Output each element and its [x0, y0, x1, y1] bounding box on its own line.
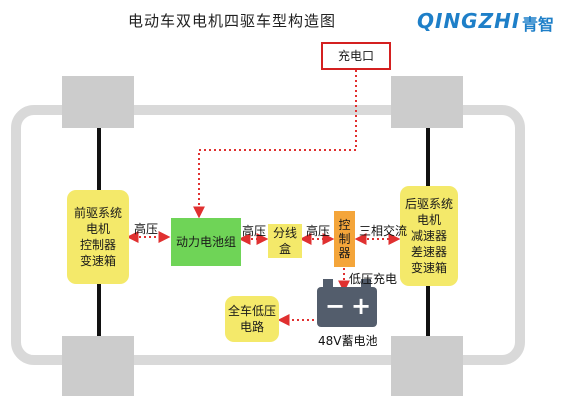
controller-box: 控 制 器 [334, 211, 355, 267]
battery-terminal-positive [361, 279, 371, 287]
minus-icon: − [325, 292, 346, 320]
rear-drive-system-box: 后驱系统 电机 减速器 差速器 变速箱 [400, 186, 458, 286]
battery-48v-icon [317, 287, 377, 327]
junction-box: 分线盒 [268, 224, 302, 258]
front-right-wheel [62, 336, 134, 396]
low-voltage-circuit-box: 全车低压 电路 [225, 296, 279, 342]
front-left-wheel [62, 76, 134, 128]
hv-junction-controller-label: 高压 [306, 224, 331, 238]
diagram-title: 电动车双电机四驱车型构造图 [128, 12, 337, 30]
low-charge-label: 低压充电 [349, 272, 398, 286]
charge-port-box: 充电口 [321, 42, 391, 70]
rear-right-wheel [391, 336, 463, 396]
battery-terminal-negative [323, 279, 333, 287]
hv-front-label: 高压 [134, 222, 159, 236]
plus-icon: + [351, 292, 372, 320]
hv-pack-junction-label: 高压 [242, 224, 267, 238]
battery-48v-label: 48V蓄电池 [318, 334, 378, 348]
rear-left-wheel [391, 76, 463, 128]
brand-logo-chinese: 青智 [522, 15, 555, 34]
charge-line [193, 70, 357, 219]
three-phase-label: 三相交流 [359, 224, 408, 238]
chassis-frame [11, 105, 525, 365]
brand-logo-latin: QINGZHI [417, 9, 521, 33]
battery-pack-box: 动力电池组 [171, 218, 241, 266]
front-drive-system-box: 前驱系统 电机 控制器 变速箱 [67, 190, 129, 284]
